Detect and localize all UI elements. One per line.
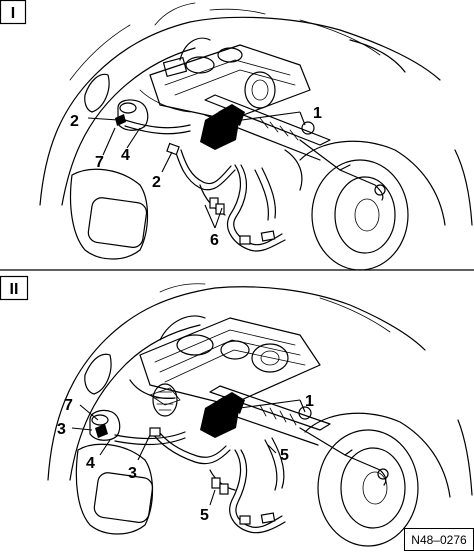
panel-2-engine	[129, 315, 321, 417]
panel-2-label-box	[0, 275, 29, 301]
panel-1-callout-6: 6	[210, 232, 219, 249]
panel-1-steering-rack	[200, 94, 386, 201]
panel-2-car-body	[47, 283, 473, 547]
panel-2-callout-3b: 3	[128, 465, 137, 482]
panel-2: II	[0, 275, 474, 551]
panel-2-callout-5b: 5	[200, 507, 209, 524]
panel-1: I	[0, 0, 473, 271]
panel-2-callout-1: 1	[305, 393, 314, 410]
panel-2-label: II	[10, 281, 19, 298]
panel-1-callout-2b: 2	[152, 174, 161, 191]
panel-1-label: I	[11, 5, 15, 22]
panel-2-steering-rack	[200, 385, 389, 486]
panel-1-callout-1: 1	[313, 105, 322, 122]
reference-code: N48–0276	[411, 533, 467, 547]
panel-1-leaders	[87, 111, 306, 229]
panel-1-hoses	[124, 119, 303, 252]
panel-1-engine	[139, 37, 311, 121]
panel-1-reservoir	[115, 99, 149, 131]
panel-1-callout-2: 2	[70, 113, 79, 130]
panel-2-hoses	[114, 427, 286, 534]
panel-2-callout-5: 5	[280, 447, 289, 464]
panel-1-callout-7: 7	[95, 154, 104, 171]
panel-2-callout-4: 4	[86, 455, 95, 472]
panel-1-car-body	[39, 2, 473, 271]
panel-2-callout-7: 7	[64, 397, 73, 414]
panel-2-leaders	[71, 399, 306, 506]
panel-1-callout-4: 4	[121, 147, 130, 164]
panel-2-callout-3: 3	[57, 421, 66, 438]
panel-1-label-box	[0, 0, 27, 25]
panel-2-reservoir	[89, 409, 121, 441]
